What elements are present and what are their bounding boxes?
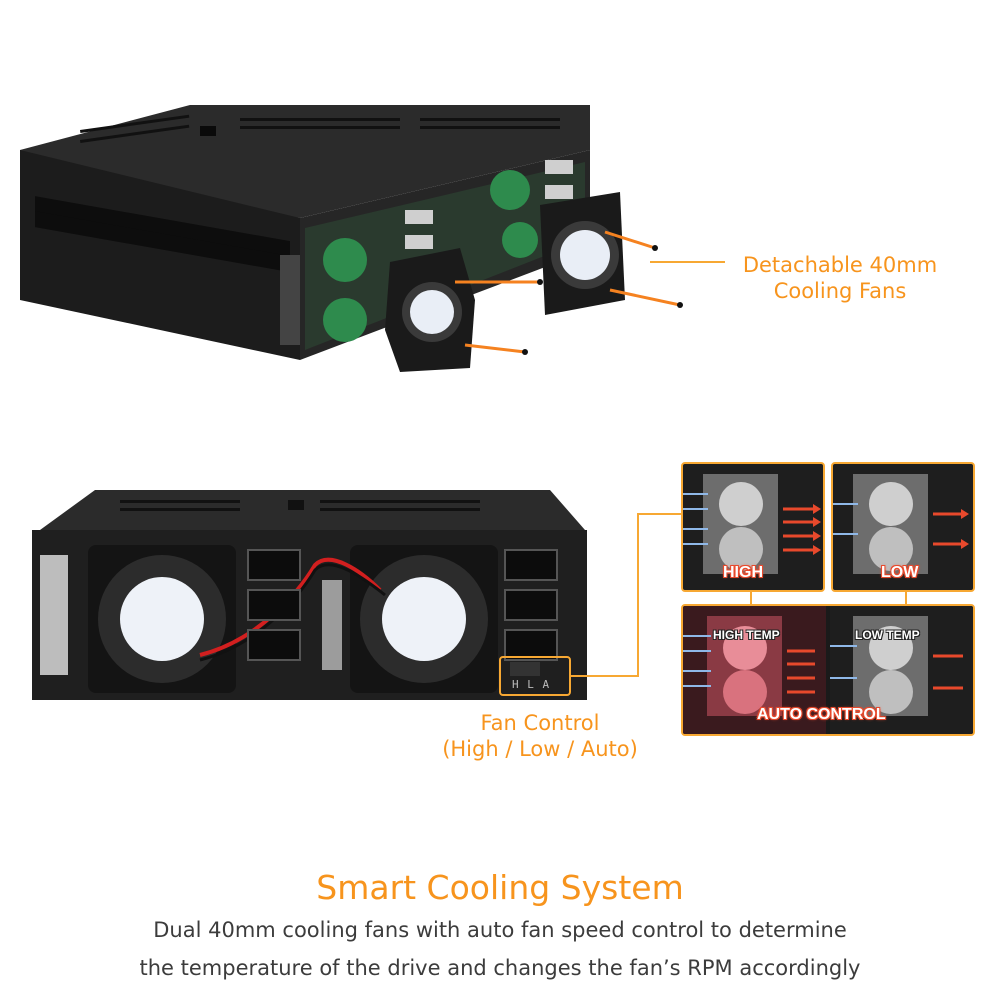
mode-panel-high: HIGH xyxy=(681,462,825,592)
bracket-line-top xyxy=(637,513,681,515)
switch-label: H L A xyxy=(512,678,551,691)
low-mode-illustration xyxy=(833,474,969,574)
connector-line xyxy=(750,590,752,606)
page-title: Smart Cooling System xyxy=(316,868,684,907)
mode-label-high-temp: HIGH TEMP xyxy=(713,628,780,642)
control-callout-line2: (High / Low / Auto) xyxy=(442,737,638,761)
description-line2: the temperature of the drive and changes… xyxy=(139,956,861,980)
control-callout: Fan Control (High / Low / Auto) xyxy=(420,710,660,762)
fans-callout: Detachable 40mm Cooling Fans xyxy=(724,252,956,304)
fans-callout-line1: Detachable 40mm xyxy=(742,253,938,277)
connector-line xyxy=(905,590,907,606)
bracket-line xyxy=(637,513,639,677)
fans-callout-line2: Cooling Fans xyxy=(773,279,907,303)
mode-label-low: LOW xyxy=(881,564,919,581)
mode-label-low-temp: LOW TEMP xyxy=(855,628,920,642)
auto-mode-illustration xyxy=(683,606,973,734)
description-line1: Dual 40mm cooling fans with auto fan spe… xyxy=(153,918,847,942)
product-front-view xyxy=(32,490,638,700)
mode-label-auto: AUTO CONTROL xyxy=(757,706,886,723)
mode-label-high: HIGH xyxy=(723,564,763,581)
mode-panel-auto: HIGH TEMP LOW TEMP AUTO CONTROL xyxy=(681,604,975,736)
high-mode-illustration xyxy=(683,474,821,574)
mode-panel-low: LOW xyxy=(831,462,975,592)
control-callout-line1: Fan Control xyxy=(480,711,600,735)
product-top-view xyxy=(20,105,725,372)
